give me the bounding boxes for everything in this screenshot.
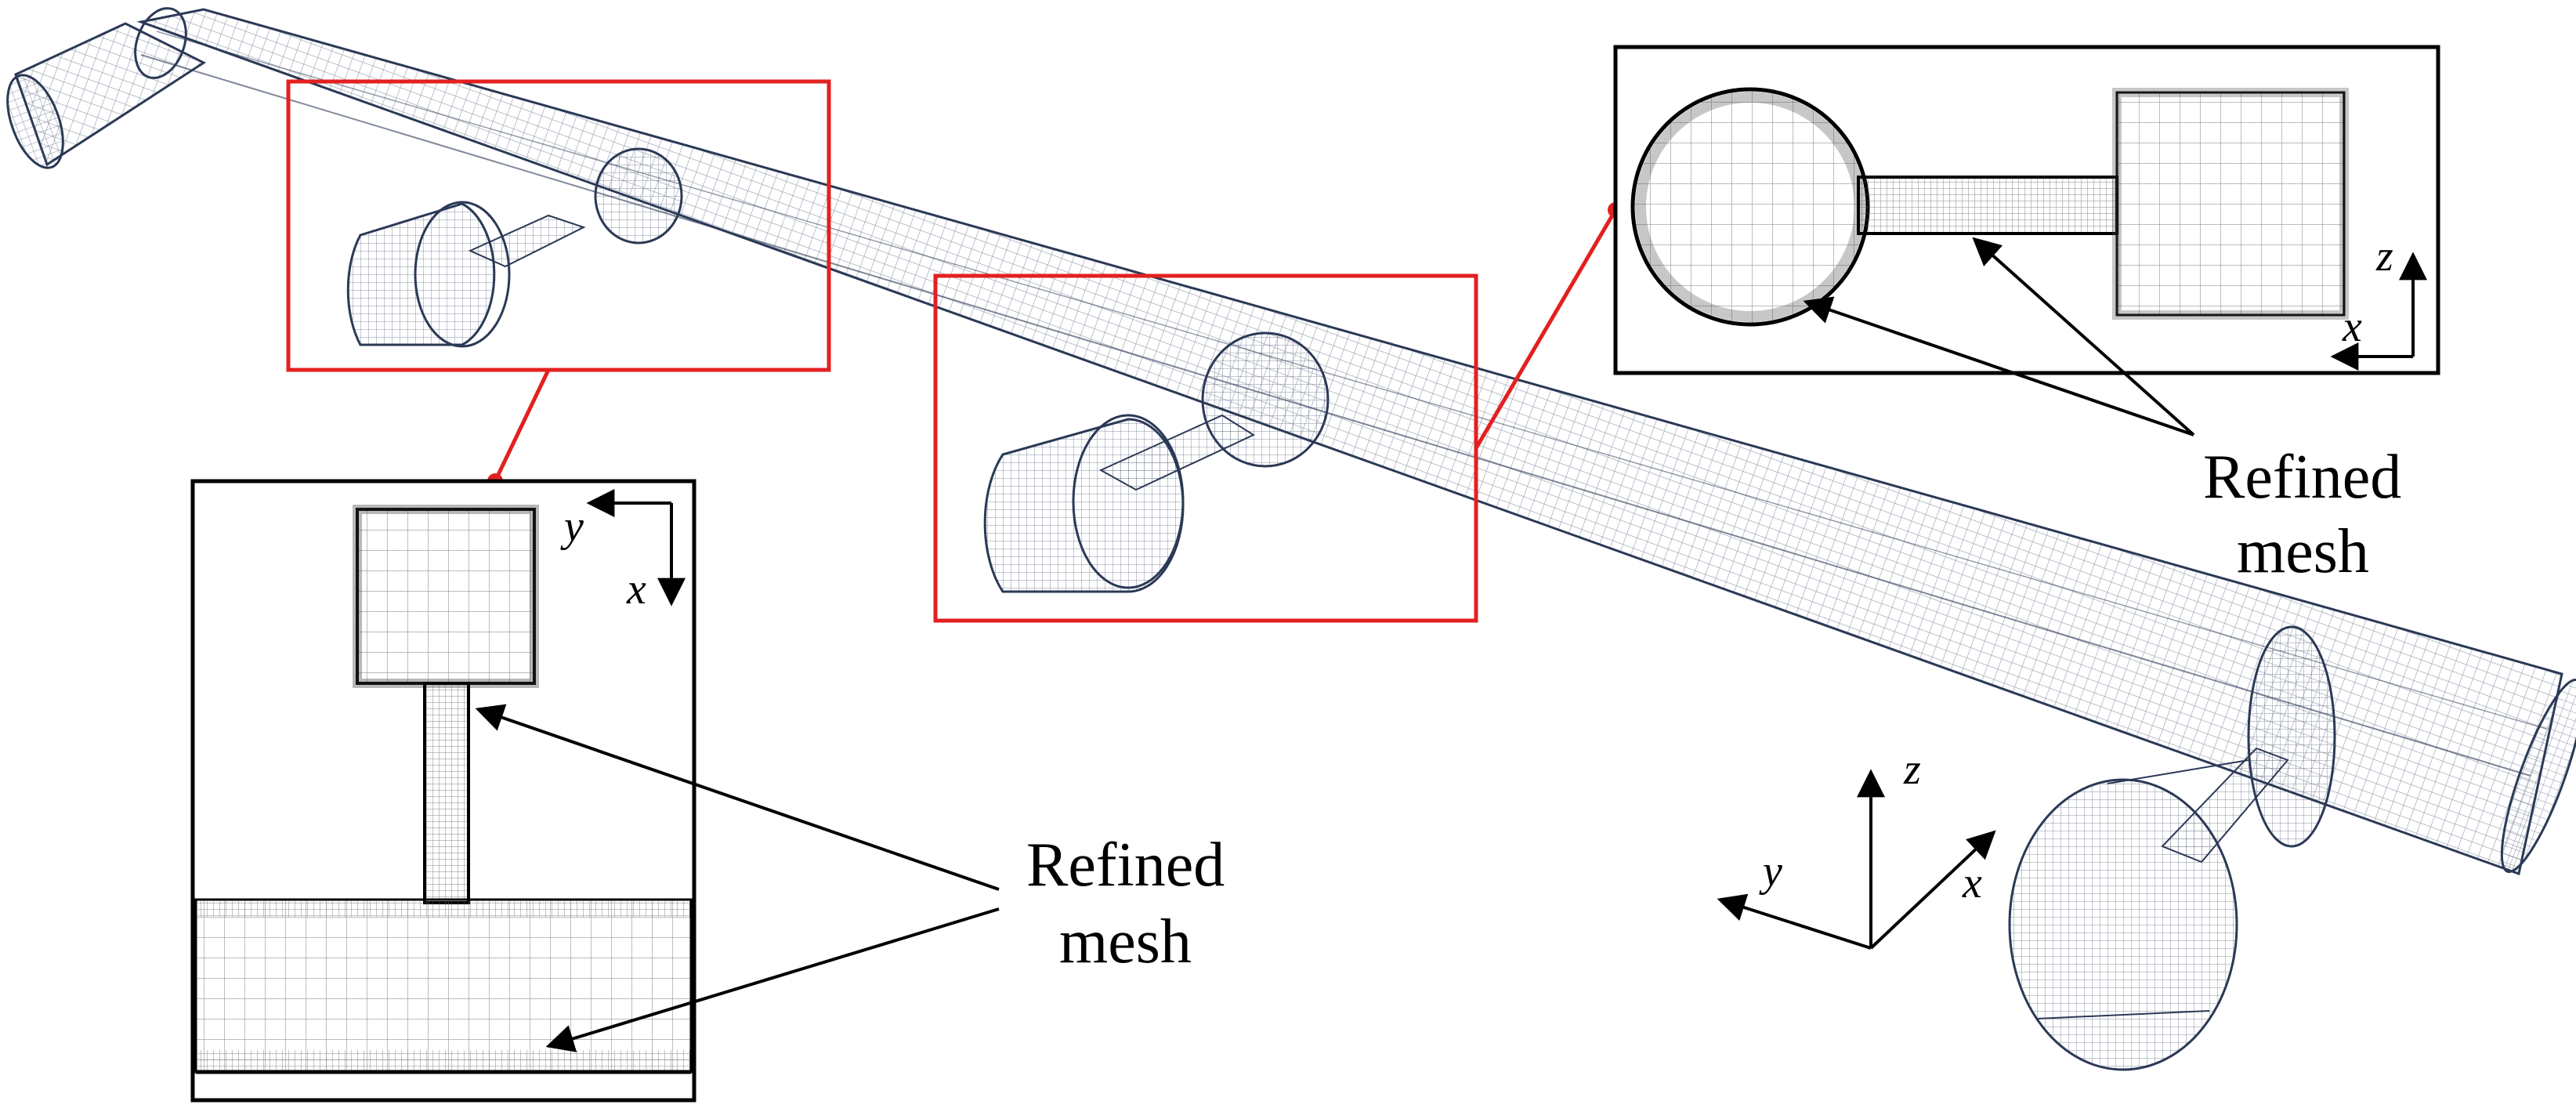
inset-right-pipe — [2115, 91, 2346, 317]
main-pipe — [136, 8, 2576, 875]
inset-left-axis-x: x — [626, 565, 646, 614]
inset-left: y x — [190, 479, 696, 1103]
inset-right: z x — [1613, 45, 2440, 375]
callout-left-line2: mesh — [1059, 907, 1192, 976]
main-axes: z y x — [1717, 745, 1996, 950]
callout-right-line2: mesh — [2237, 517, 2369, 586]
inset-left-pipe — [194, 898, 693, 1074]
main-axis-x: x — [1962, 859, 1982, 907]
callout-left-line1: Refined — [1026, 831, 1225, 900]
inset-right-axis-z: z — [2375, 232, 2393, 281]
inset-right-neck — [1857, 176, 2118, 235]
inset-left-axis-y: y — [560, 502, 584, 551]
main-axis-y: y — [1759, 847, 1782, 896]
branch-chamber-1 — [346, 147, 683, 348]
inset-left-axes: y x — [560, 489, 686, 614]
leader-line-1 — [493, 368, 551, 483]
callout-right: Refined mesh — [1803, 237, 2401, 586]
leader-line-2 — [1474, 208, 1618, 450]
inset-left-neck — [423, 682, 470, 904]
branch-chamber-2 — [983, 331, 1330, 593]
inlet-pipe — [6, 7, 207, 169]
branch-chamber-3 — [2008, 625, 2336, 1071]
callout-right-line1: Refined — [2203, 443, 2401, 512]
inset-right-axis-x: x — [2342, 302, 2362, 351]
inset-right-chamber — [1630, 87, 1870, 327]
inset-right-axes: z x — [2330, 232, 2427, 371]
main-axis-z: z — [1903, 745, 1921, 794]
callout-left: Refined mesh — [475, 704, 1225, 1052]
highlight-box-1 — [286, 79, 831, 372]
inset-left-chamber — [356, 508, 536, 685]
